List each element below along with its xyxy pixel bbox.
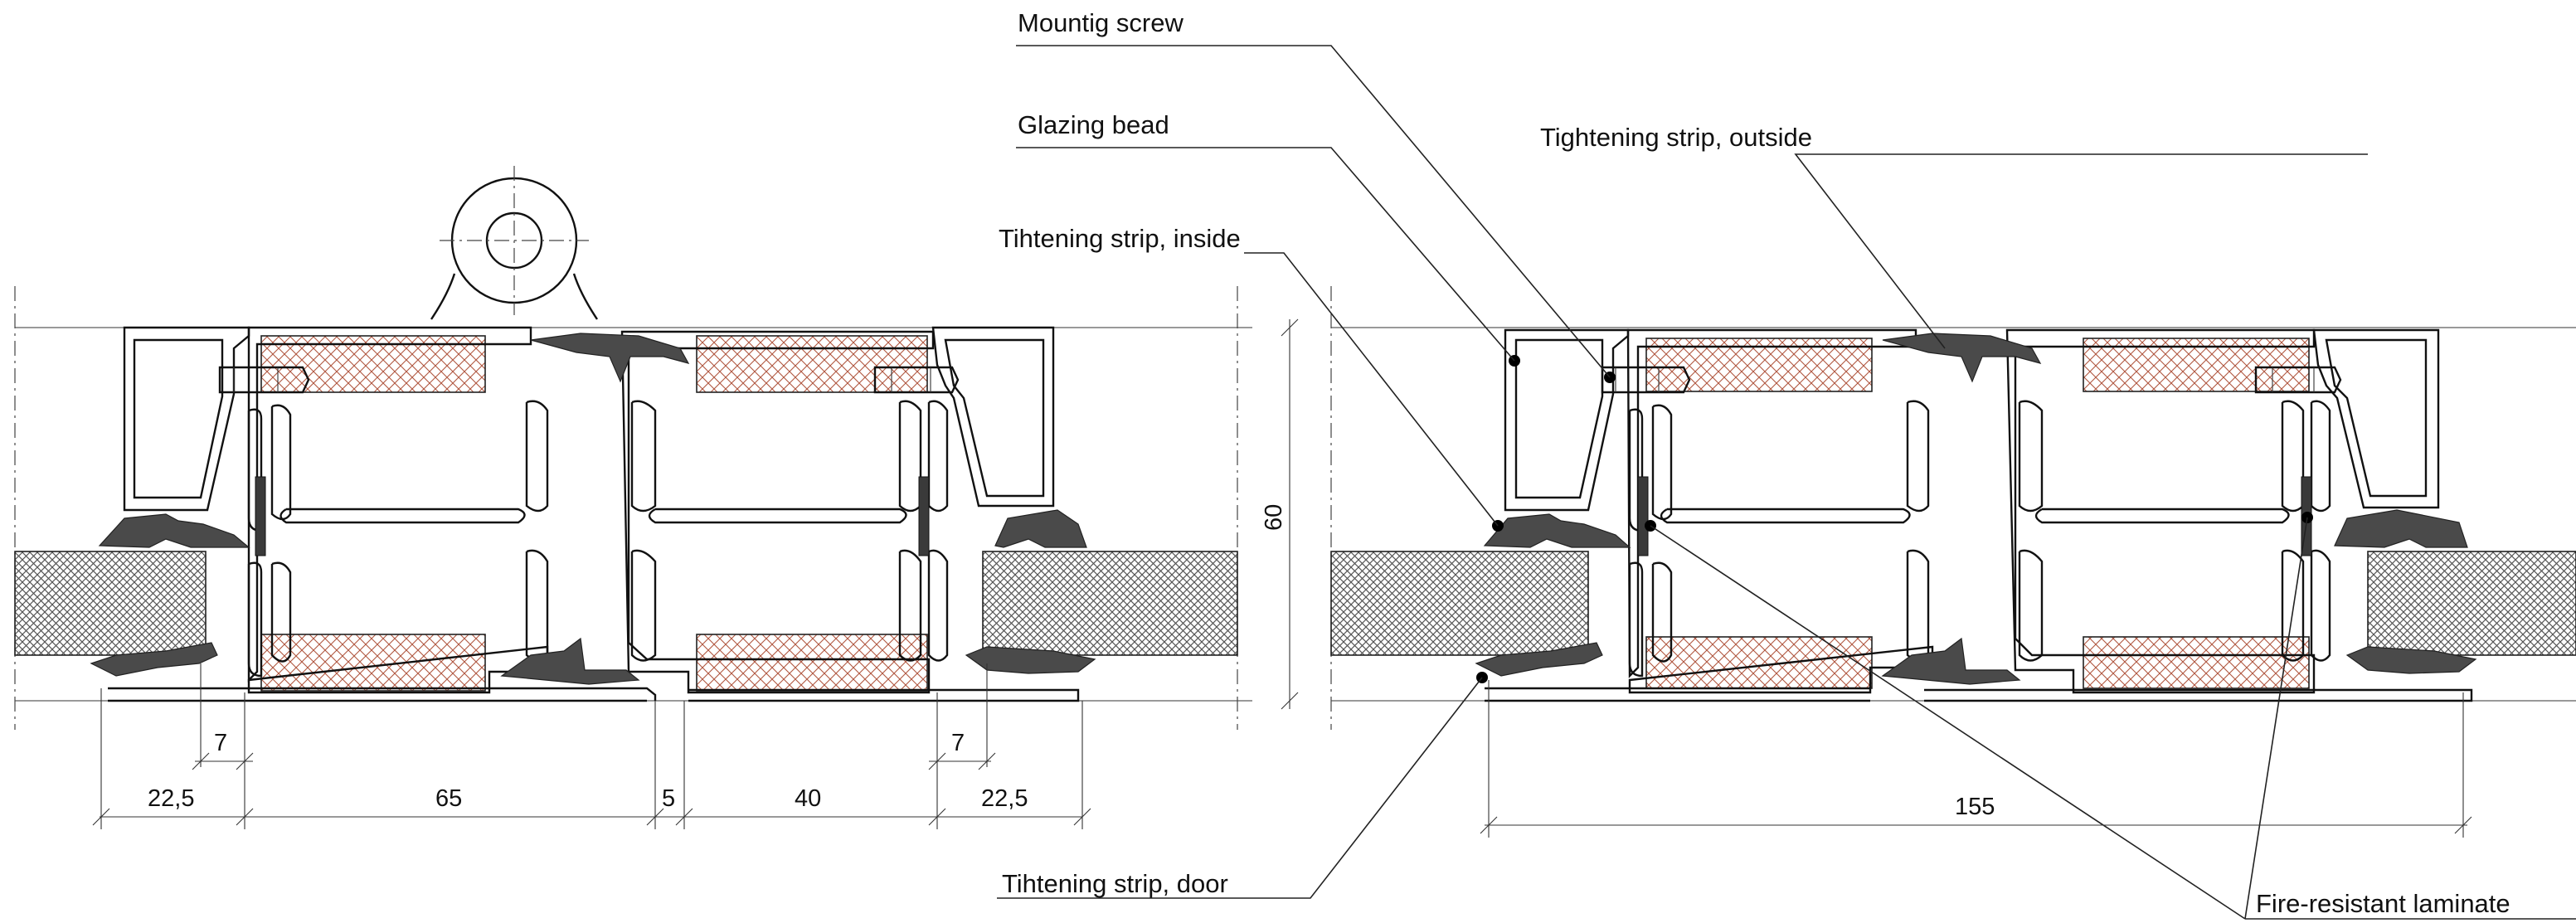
dim-left-22-5b: 22,5	[981, 785, 1028, 812]
insulation	[2083, 636, 2310, 689]
wall-block-right	[982, 551, 1238, 656]
tightening-strip-outside	[530, 333, 690, 383]
dim-left-40: 40	[795, 785, 821, 812]
dim-height-60: 60	[1261, 504, 1287, 531]
insulation	[260, 634, 486, 692]
right-section	[1330, 328, 2576, 702]
hinge	[430, 166, 598, 320]
dim-left-7b: 7	[951, 730, 965, 756]
mounting-screw	[2254, 366, 2342, 394]
tightening-strip-inside	[1483, 513, 1631, 548]
tightening-strip-door	[2345, 646, 2477, 674]
label-fire-resistant-laminate: Fire-resistant laminate	[2256, 889, 2510, 918]
fire-resistant-laminate	[255, 476, 266, 556]
label-tightening-strip-outside: Tightening strip, outside	[1540, 123, 1812, 152]
mounting-screw	[218, 366, 310, 394]
label-mounting-screw: Mountig screw	[1018, 8, 1184, 37]
tightening-strip-inside	[98, 513, 250, 548]
insulation	[1645, 636, 1873, 689]
dim-left-22-5a: 22,5	[148, 785, 194, 812]
tightening-strip-door	[1475, 642, 1603, 677]
tightening-strip-inside	[994, 509, 1087, 548]
insulation	[260, 335, 486, 393]
mounting-screw	[873, 366, 960, 394]
dim-left-65: 65	[435, 785, 462, 812]
label-tightening-strip-door: Tihtening strip, door	[1002, 869, 1228, 898]
mounting-screw	[1601, 366, 1691, 394]
dim-left-5: 5	[662, 785, 675, 812]
insulation	[696, 634, 928, 692]
left-section	[14, 166, 1238, 702]
dimensions-right: 155	[1480, 680, 2472, 838]
dimensions-left: 7 22,5 65 5 40 7 22,5 60	[92, 318, 1299, 829]
wall-block-right	[2367, 551, 2576, 656]
tightening-strip-outside	[1881, 637, 2021, 685]
tightening-strip-door	[90, 642, 218, 677]
wall-block-left	[1330, 551, 1589, 656]
label-glazing-bead: Glazing bead	[1018, 110, 1169, 139]
dim-right-155: 155	[1955, 794, 1995, 820]
label-tightening-strip-inside: Tihtening strip, inside	[999, 224, 1241, 253]
tightening-strip-inside	[2334, 509, 2468, 548]
callout-labels: Mountig screw Glazing bead Tightening st…	[999, 8, 2510, 918]
wall-block-left	[14, 551, 207, 656]
clip-profiles	[1628, 400, 2331, 678]
tightening-strip-outside	[1882, 333, 2042, 383]
tightening-strip-outside	[500, 637, 640, 685]
dim-left-7a: 7	[214, 730, 227, 756]
fire-resistant-laminate	[918, 476, 930, 556]
fire-resistant-laminate	[1637, 476, 1649, 556]
insulation	[696, 335, 928, 393]
leader-lines	[997, 45, 2576, 920]
tightening-strip-door	[965, 646, 1096, 674]
